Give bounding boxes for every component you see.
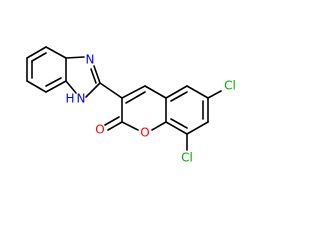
chlorine-8-label: Cl: [181, 151, 193, 165]
ring-oxygen-label: O: [140, 126, 149, 140]
coumarin-pyranone-ring: [121, 85, 167, 131]
molecule-drawing: N N H O O Cl Cl: [26, 46, 236, 165]
carbonyl-oxygen-label: O: [95, 123, 104, 137]
inter-ring-bond: [99, 82, 123, 99]
amine-nitrogen-label: N: [77, 92, 86, 106]
imidazole-ring: [65, 56, 101, 98]
atom-labels: N N H O O Cl Cl: [65, 53, 235, 165]
amine-hydrogen-label: H: [65, 92, 74, 106]
coumarin-benzene-ring: [165, 85, 209, 135]
carbonyl-bond: [104, 116, 123, 131]
benzimidazole-benzene-ring: [26, 46, 67, 93]
cl6-bond: [207, 90, 222, 99]
imine-nitrogen-label: N: [86, 53, 95, 67]
structure-canvas: N N H O O Cl Cl: [26, 46, 236, 165]
chlorine-6-label: Cl: [224, 79, 236, 93]
